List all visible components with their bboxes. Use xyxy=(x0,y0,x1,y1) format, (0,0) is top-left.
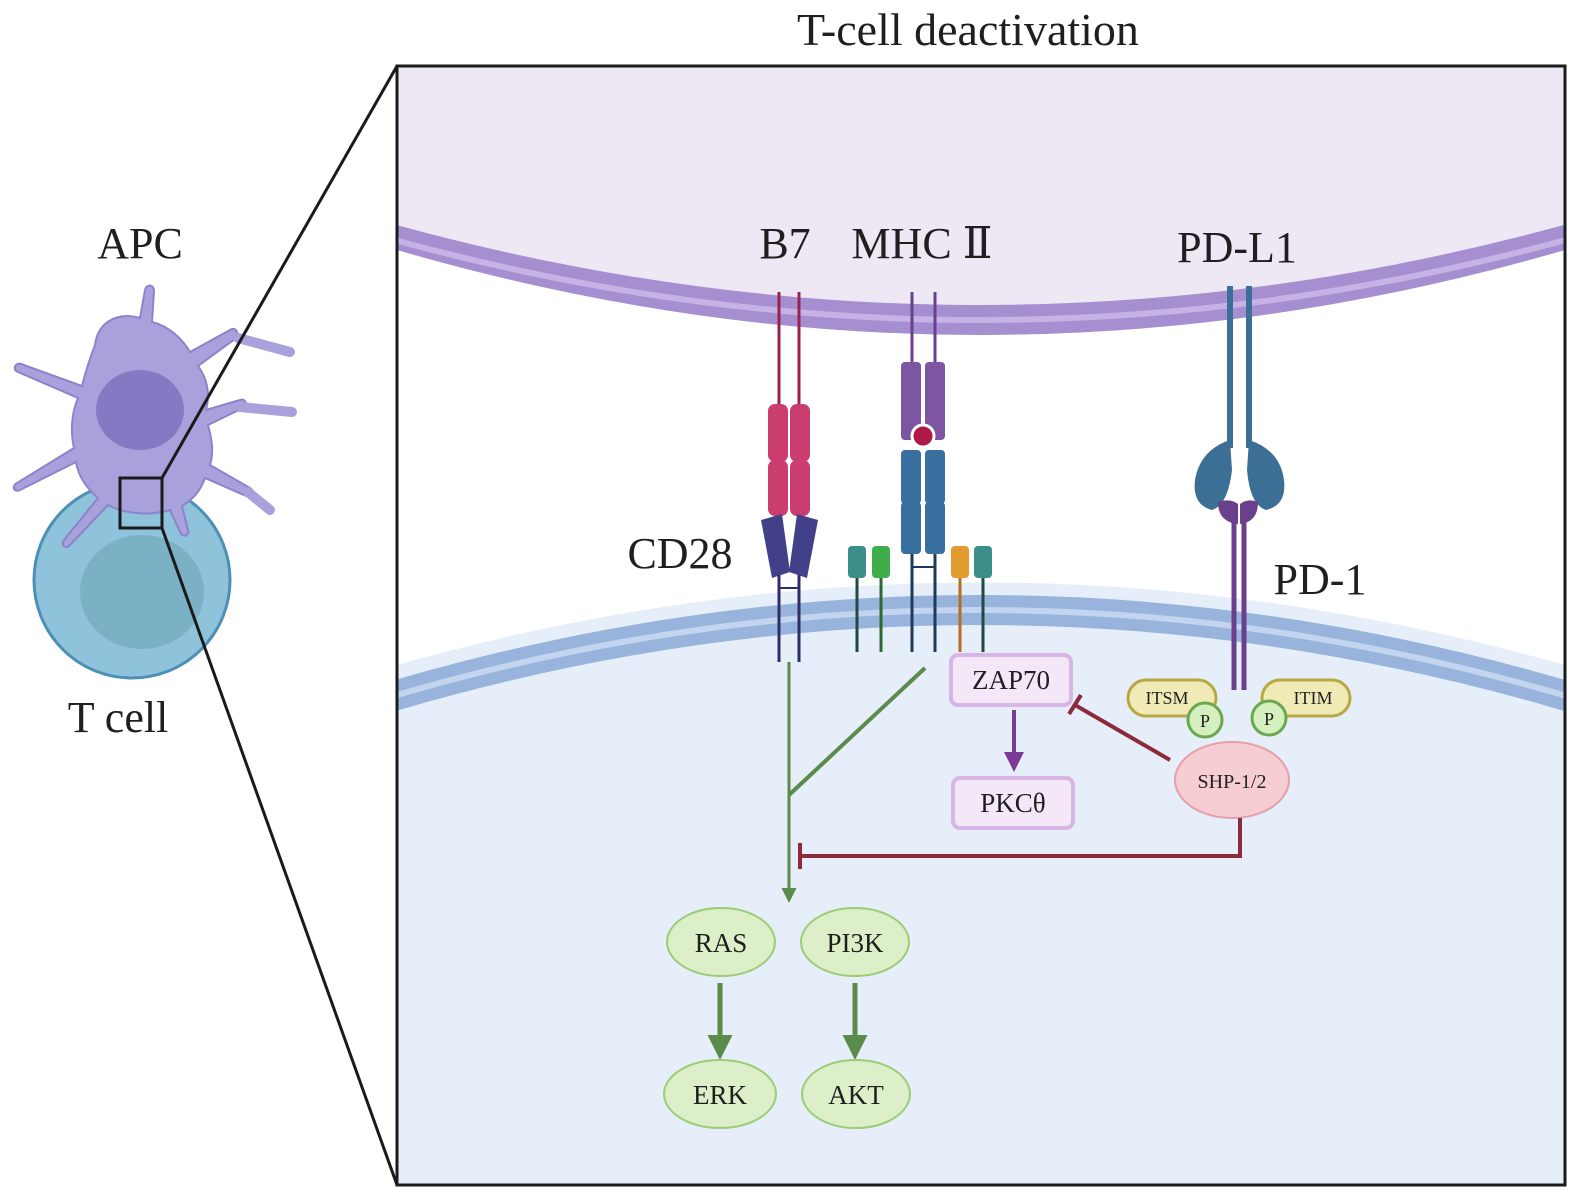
phospho-itim: P xyxy=(1250,699,1288,737)
shp-inhibits-zap70 xyxy=(1067,693,1172,762)
pd1-label: PD-1 xyxy=(1274,555,1367,604)
b7-label: B7 xyxy=(759,219,810,268)
zoom-region-marker xyxy=(118,476,164,530)
apc-label: APC xyxy=(97,219,183,268)
svg-text:RAS: RAS xyxy=(695,928,748,958)
shp-node: SHP-1/2 xyxy=(1174,741,1290,819)
t-cell-label: T cell xyxy=(68,693,169,742)
svg-text:PI3K: PI3K xyxy=(826,928,884,958)
cd28-label: CD28 xyxy=(627,529,732,578)
svg-text:P: P xyxy=(1200,711,1210,731)
svg-text:AKT: AKT xyxy=(828,1080,884,1110)
svg-text:P: P xyxy=(1264,709,1274,729)
svg-text:ZAP70: ZAP70 xyxy=(972,665,1050,695)
zoom-line-bottom xyxy=(160,527,399,1186)
zoom-panel xyxy=(397,66,1565,1185)
svg-text:ITIM: ITIM xyxy=(1294,688,1333,708)
ras-node: RAS xyxy=(666,907,776,977)
zoom-line-top xyxy=(160,65,399,479)
pi3k-node: PI3K xyxy=(800,907,910,977)
zap70-node: ZAP70 xyxy=(949,653,1073,707)
diagram-title: T-cell deactivation xyxy=(797,4,1139,55)
b7-cd28-complex xyxy=(761,292,818,662)
phospho-itsm: P xyxy=(1186,701,1224,739)
mhc-label: MHC Ⅱ xyxy=(851,219,992,268)
pkc-node: PKCθ xyxy=(951,776,1075,830)
akt-node: AKT xyxy=(801,1059,911,1129)
zoom-panel-border xyxy=(395,64,1567,1187)
activation-pathway xyxy=(781,662,927,903)
svg-text:ITSM: ITSM xyxy=(1145,688,1188,708)
svg-text:SHP-1/2: SHP-1/2 xyxy=(1198,771,1267,793)
pdl1-label: PD-L1 xyxy=(1177,223,1297,272)
apc-illustration xyxy=(12,284,297,549)
mhc-tcr-complex xyxy=(848,292,992,652)
shp-inhibits-pathway xyxy=(798,818,1242,869)
itim-motif: ITIM xyxy=(1260,678,1352,718)
erk-node: ERK xyxy=(663,1059,777,1129)
pdl1-pd1-complex xyxy=(1194,286,1285,690)
svg-text:ERK: ERK xyxy=(693,1080,748,1110)
svg-text:PKCθ: PKCθ xyxy=(980,788,1045,818)
